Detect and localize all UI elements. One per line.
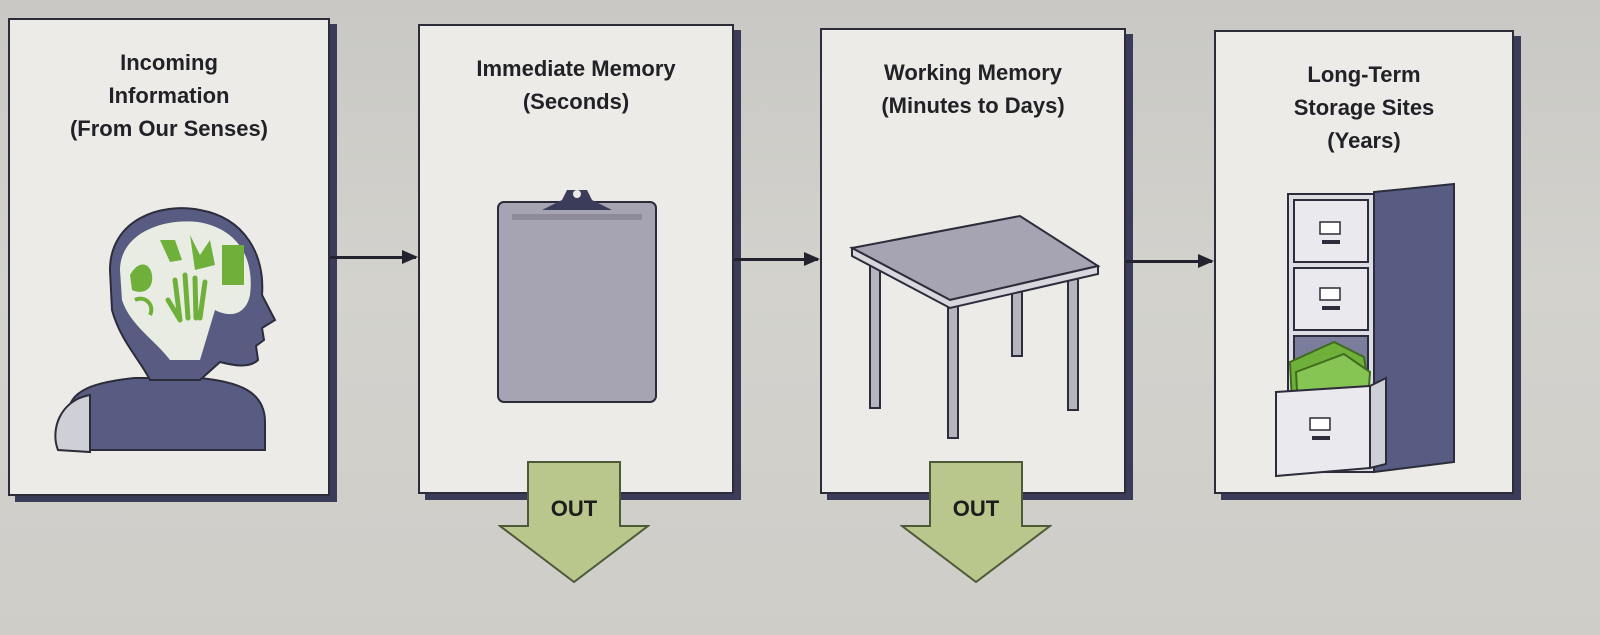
stage-title: Working Memory (Minutes to Days) [881, 60, 1065, 118]
out-label: OUT [952, 496, 1000, 521]
stage-incoming-information: Incoming Information (From Our Senses) [8, 18, 330, 496]
flow-arrow [1126, 254, 1214, 268]
stage-immediate-memory: Immediate Memory (Seconds) [418, 24, 734, 494]
out-label: OUT [550, 496, 598, 521]
stage-title: Incoming Information (From Our Senses) [69, 50, 269, 141]
stage-title: Immediate Memory (Seconds) [476, 56, 676, 114]
flow-arrow [734, 252, 820, 266]
stage-long-term-storage: Long-Term Storage Sites (Years) [1214, 30, 1514, 494]
out-arrow-working: OUT [900, 460, 1052, 584]
head-brain-icon [54, 207, 277, 454]
stage-title: Long-Term Storage Sites (Years) [1293, 62, 1435, 153]
stage-working-memory: Working Memory (Minutes to Days) [820, 28, 1126, 494]
table-icon [849, 214, 1101, 439]
clipboard-icon [497, 190, 657, 403]
file-cabinet-icon [1275, 182, 1455, 478]
flow-arrow [330, 250, 418, 264]
out-arrow-immediate: OUT [498, 460, 650, 584]
